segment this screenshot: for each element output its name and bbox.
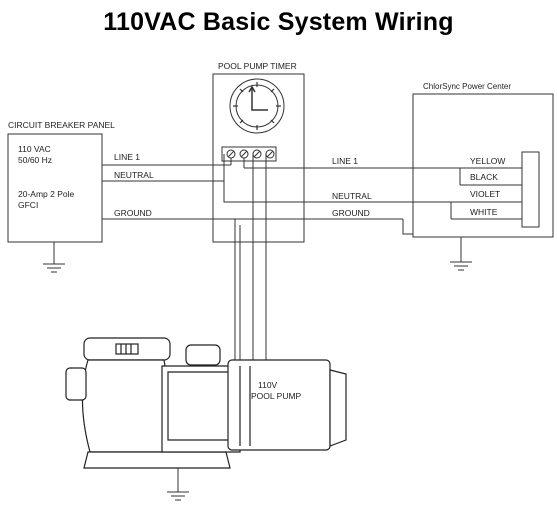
terminal-white: WHITE	[470, 207, 498, 217]
label-line1-left: LINE 1	[114, 152, 140, 162]
label-line1-right: LINE 1	[332, 156, 358, 166]
panel-breaker: 20-Amp 2 Pole	[18, 189, 74, 199]
timer-terminal-block	[221, 146, 277, 162]
panel-frequency: 50/60 Hz	[18, 155, 52, 165]
terminal-yellow: YELLOW	[470, 156, 505, 166]
pump-voltage: 110V	[258, 380, 278, 390]
screw-terminals	[226, 149, 275, 159]
panel-voltage: 110 VAC	[18, 144, 51, 154]
terminal-violet: VIOLET	[470, 189, 500, 199]
clock-ticks	[233, 82, 281, 130]
timer-heading: POOL PUMP TIMER	[218, 61, 297, 71]
terminal-strip	[521, 151, 540, 228]
breaker-panel-heading: CIRCUIT BREAKER PANEL	[8, 120, 115, 130]
label-ground-right: GROUND	[332, 208, 370, 218]
diagram-title: 110VAC Basic System Wiring	[103, 8, 454, 36]
pool-pump-illustration	[65, 337, 347, 469]
breaker-panel-box	[7, 133, 103, 243]
clock-hand-icon	[248, 85, 268, 111]
ground-symbol-panel	[43, 242, 65, 273]
ground-symbol-power-center	[450, 237, 472, 271]
terminal-black: BLACK	[470, 172, 498, 182]
power-center-heading: ChlorSync Power Center	[423, 82, 511, 91]
panel-gfci: GFCI	[18, 200, 38, 210]
label-neutral-right: NEUTRAL	[332, 191, 372, 201]
label-neutral-left: NEUTRAL	[114, 170, 154, 180]
clock-face	[229, 78, 285, 134]
label-ground-left: GROUND	[114, 208, 152, 218]
pump-name: POOL PUMP	[251, 391, 302, 401]
